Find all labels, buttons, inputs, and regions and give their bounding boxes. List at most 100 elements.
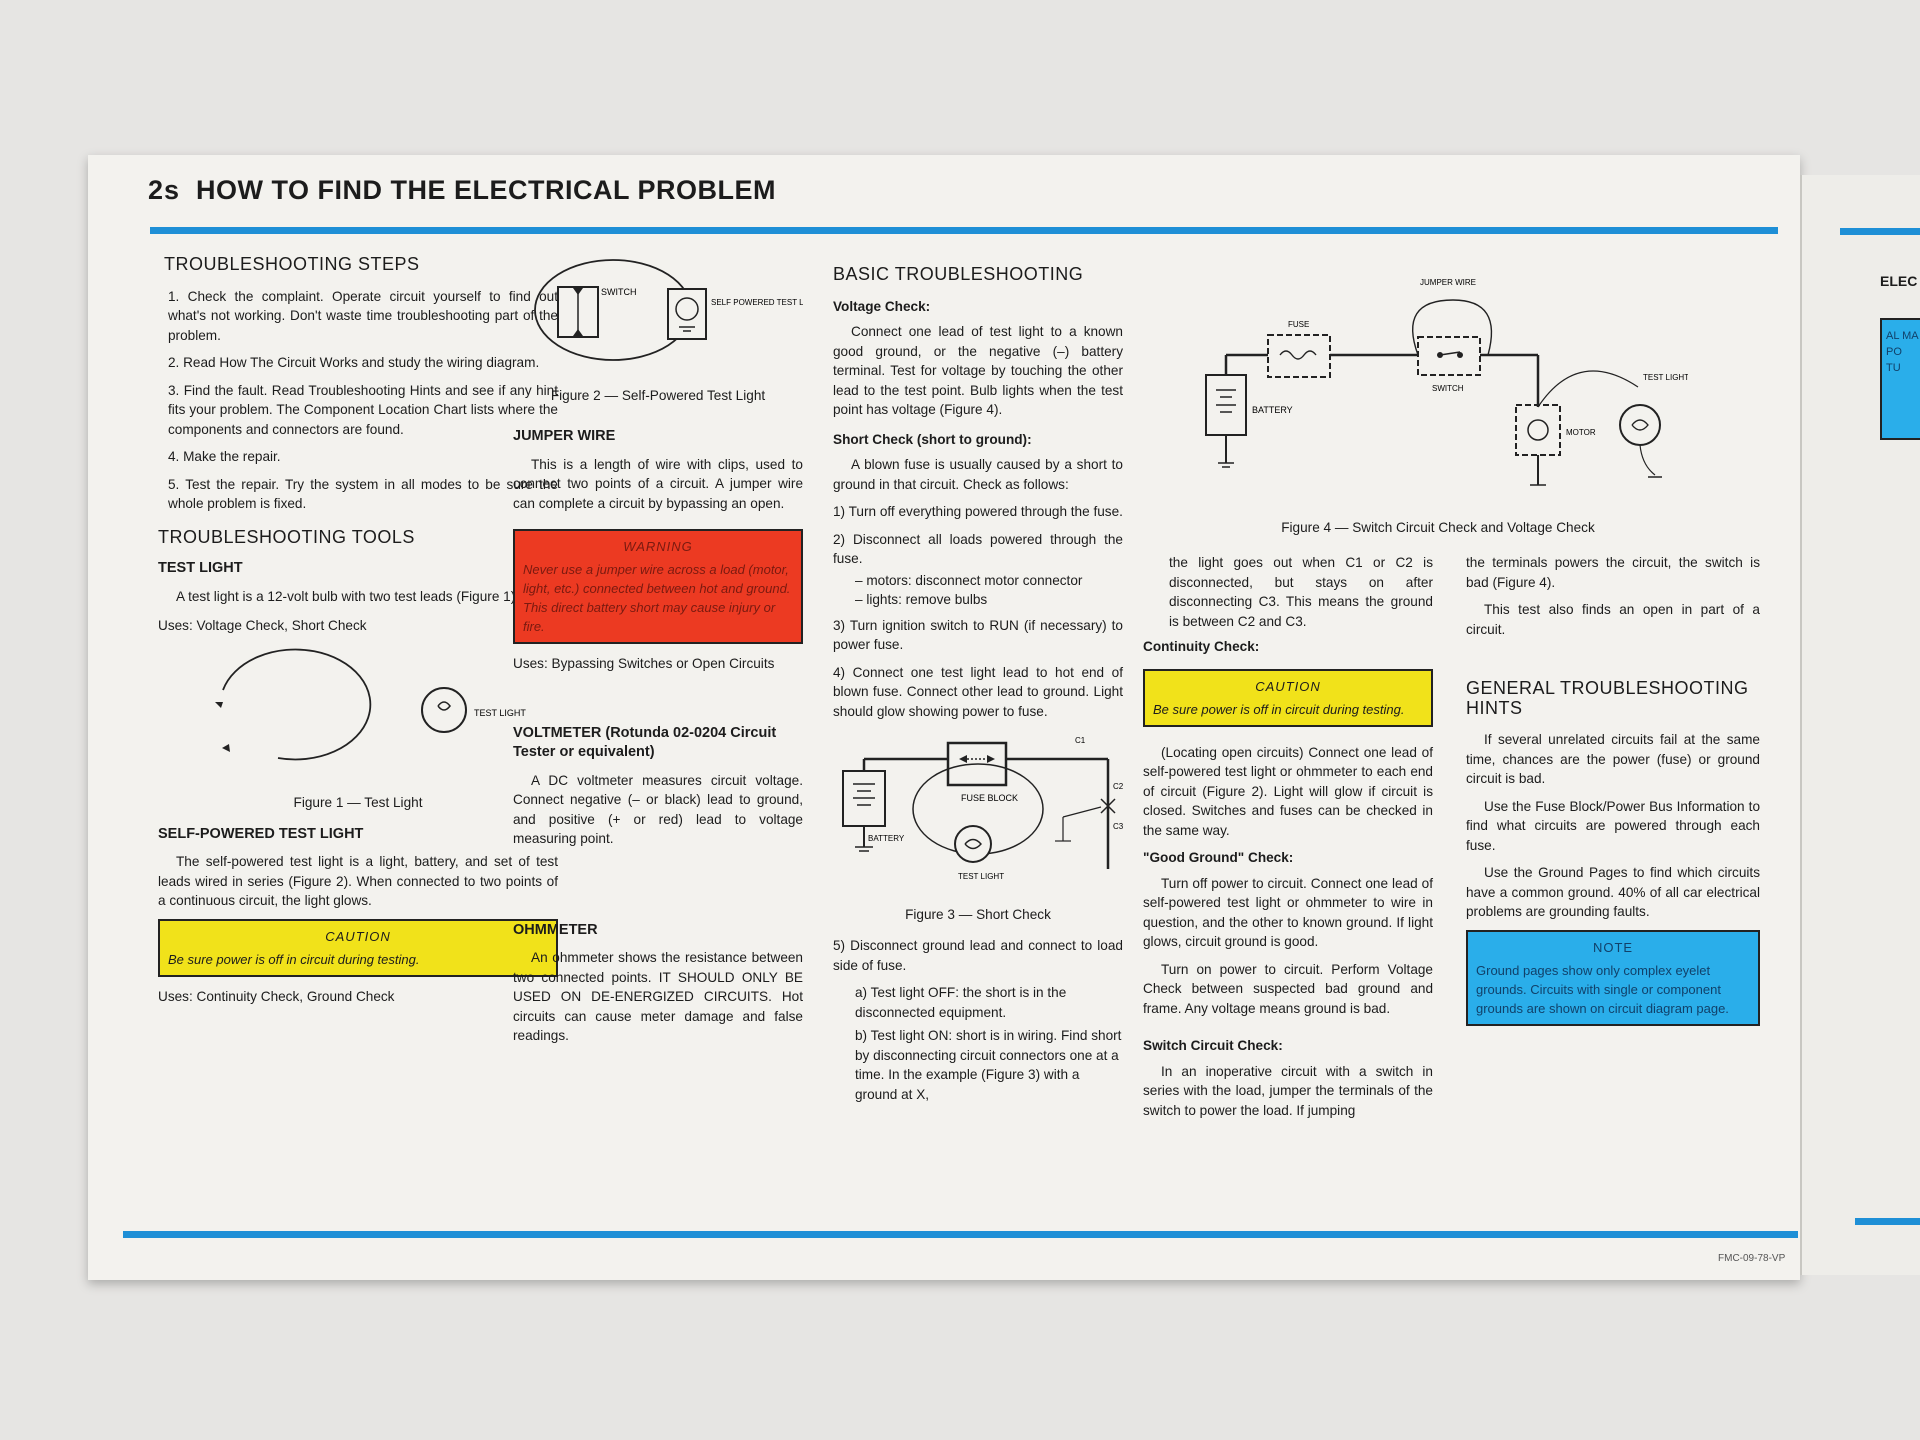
warning-text: Never use a jumper wire across a load (m… (523, 562, 791, 634)
fig3-fuse: FUSE BLOCK (961, 793, 1018, 803)
column-1: TROUBLESHOOTING STEPS 1. Check the compl… (158, 254, 558, 1018)
short-step-3: 3) Turn ignition switch to RUN (if neces… (833, 617, 1123, 653)
next-page-heading: ELEC (1880, 273, 1918, 289)
open-text: This test also finds an open in part of … (1466, 602, 1760, 637)
warning-title: WARNING (623, 539, 693, 554)
next-page-blue-text: AL MA PO TU (1886, 330, 1918, 374)
ground-heading: "Good Ground" Check: (1143, 850, 1294, 865)
fig1-label: TEST LIGHT (474, 708, 526, 718)
spt-text: The self-powered test light is a light, … (158, 854, 558, 908)
fig3-c1: C1 (1075, 736, 1086, 745)
switch-text: In an inoperative circuit with a switch … (1143, 1063, 1433, 1118)
fig3-c2: C2 (1113, 782, 1123, 791)
note-box: NOTE Ground pages show only complex eyel… (1466, 929, 1760, 1026)
note-text: Ground pages show only complex eyelet gr… (1476, 962, 1729, 1016)
column-3: BASIC TROUBLESHOOTING Voltage Check: Con… (833, 264, 1124, 1104)
voltage-heading: Voltage Check: (833, 298, 931, 314)
fig2-switch: SWITCH (601, 287, 637, 297)
switch-heading: Switch Circuit Check: (1143, 1038, 1283, 1053)
ohm-text: An ohmmeter shows the resistance between… (513, 950, 803, 1043)
steps-list: 1. Check the complaint. Operate circuit … (158, 287, 558, 514)
figure-2-self-powered-test-light: SWITCH SELF POWERED TEST LIGHT (534, 259, 823, 361)
jumper-text: This is a length of wire with clips, use… (513, 456, 803, 511)
caution-box-1: CAUTION Be sure power is off in circuit … (158, 918, 558, 977)
fig2-label: SELF POWERED TEST LIGHT (711, 298, 803, 307)
figure-1-test-light: TEST LIGHT (215, 648, 526, 760)
fig3-c3: C3 (1113, 822, 1123, 831)
fig4-jumper: JUMPER WIRE (1420, 278, 1476, 287)
caution-title-1: CAUTION (325, 928, 391, 944)
note-title: NOTE (1592, 939, 1634, 955)
bottom-blue-rule (123, 1231, 1798, 1238)
switch-cont: the terminals powers the circuit, the sw… (1466, 555, 1760, 590)
manual-page: 2s HOW TO FIND THE ELECTRICAL PROBLEM TR… (88, 155, 1800, 1280)
short-text: A blown fuse is usually caused by a shor… (833, 457, 1123, 492)
fig4-motor: MOTOR (1566, 428, 1596, 437)
hint-3: Use the Ground Pages to find which circu… (1466, 865, 1760, 919)
jumper-uses: Uses: Bypassing Switches or Open Circuit… (513, 656, 775, 671)
continuity-heading: Continuity Check: (1143, 639, 1260, 654)
ground-text-1: Turn off power to circuit. Connect one l… (1143, 875, 1433, 950)
test-light-heading: TEST LIGHT (158, 560, 243, 576)
next-page-blue-box: AL MA PO TU (1880, 318, 1920, 440)
short-step-2b: – lights: remove bulbs (855, 592, 988, 607)
ground-text-2: Turn on power to circuit. Perform Voltag… (1143, 961, 1433, 1016)
fig4-caption: Figure 4 — Switch Circuit Check and Volt… (1281, 520, 1595, 535)
figure-3-short-check: BATTERY FUSE BLOCK C1 C2 C3 TEST LIGHT (842, 736, 1124, 881)
fig4-switch: SWITCH (1432, 384, 1464, 393)
short-step-4: 4) Connect one test light lead to hot en… (833, 664, 1123, 719)
spt-heading: SELF-POWERED TEST LIGHT (158, 825, 364, 842)
step-5: 5. Test the repair. Try the system in al… (168, 476, 558, 512)
top-blue-rule (150, 227, 1778, 234)
short-step-1: 1) Turn off everything powered through t… (833, 504, 1123, 519)
figure-4-container: BATTERY FUSE SWITCH JUMPER WIRE MOTOR TE… (1188, 255, 1689, 547)
next-page-top-rule (1840, 228, 1920, 235)
test-light-text: A test light is a 12-volt bulb with two … (176, 588, 520, 604)
column-5: the terminals powers the circuit, the sw… (1466, 553, 1760, 1034)
caution-title-2: CAUTION (1255, 678, 1321, 694)
continuity-text: (Locating open circuits) Connect one lea… (1143, 744, 1433, 838)
step-1: 1. Check the complaint. Operate circuit … (168, 288, 558, 343)
voltage-text: Connect one lead of test light to a know… (833, 324, 1123, 417)
caution-text-1: Be sure power is off in circuit during t… (168, 951, 420, 967)
volt-heading: VOLTMETER (Rotunda 02-0204 Circuit Teste… (513, 724, 777, 761)
step-2: 2. Read How The Circuit Works and study … (168, 355, 540, 370)
short-step-5b: b) Test light ON: short is in wiring. Fi… (855, 1028, 1122, 1102)
hint-1: If several unrelated circuits fail at th… (1466, 732, 1760, 786)
short-step-5a: a) Test light OFF: the short is in the d… (855, 985, 1067, 1020)
column-4: the light goes out when C1 or C2 is disc… (1143, 553, 1433, 1128)
basic-heading: BASIC TROUBLESHOOTING (833, 264, 1084, 284)
fig2-caption: Figure 2 — Self-Powered Test Light (550, 387, 766, 403)
fig3-battery: BATTERY (868, 834, 905, 843)
steps-heading: TROUBLESHOOTING STEPS (164, 254, 420, 274)
ohm-heading: OHMMETER (513, 921, 598, 938)
short-step-2: 2) Disconnect all loads powered through … (833, 531, 1123, 567)
hint-2: Use the Fuse Block/Power Bus Information… (1466, 798, 1760, 853)
step-3: 3. Find the fault. Read Troubleshooting … (168, 382, 558, 437)
caution-box-2: CAUTION Be sure power is off in circuit … (1143, 668, 1433, 727)
page-number: 2s (148, 175, 181, 205)
hints-heading: GENERAL TROUBLESHOOTING HINTS (1466, 678, 1749, 718)
warning-box: WARNING Never use a jumper wire across a… (513, 529, 803, 644)
figure-4-switch-circuit: BATTERY FUSE SWITCH JUMPER WIRE MOTOR TE… (1205, 278, 1689, 486)
fig4-testlight: TEST LIGHT (1643, 373, 1688, 382)
fig4-battery: BATTERY (1252, 405, 1293, 415)
next-page-bottom-rule (1855, 1218, 1920, 1225)
footer-code: FMC-09-78-VP (1718, 1253, 1786, 1264)
column-2: SWITCH SELF POWERED TEST LIGHT Figure 2 … (513, 255, 823, 1054)
test-light-uses: Uses: Voltage Check, Short Check (158, 618, 367, 633)
spt-uses: Uses: Continuity Check, Ground Check (158, 988, 395, 1004)
jumper-heading: JUMPER WIRE (513, 428, 616, 444)
fig4-fuse: FUSE (1288, 320, 1309, 329)
volt-text: A DC voltmeter measures circuit voltage.… (513, 772, 803, 847)
short-step-2a: – motors: disconnect motor connector (855, 572, 1083, 588)
tools-heading: TROUBLESHOOTING TOOLS (158, 526, 415, 547)
caution-text-2: Be sure power is off in circuit during t… (1153, 701, 1405, 717)
cont-text: the light goes out when C1 or C2 is disc… (1169, 555, 1433, 629)
page-title: HOW TO FIND THE ELECTRICAL PROBLEM (196, 175, 776, 205)
fig3-caption: Figure 3 — Short Check (905, 906, 1051, 922)
fig3-testlight: TEST LIGHT (958, 872, 1004, 881)
step-4: 4. Make the repair. (168, 449, 281, 464)
fig1-caption: Figure 1 — Test Light (293, 795, 423, 810)
short-step-5: 5) Disconnect ground lead and connect to… (833, 938, 1123, 973)
